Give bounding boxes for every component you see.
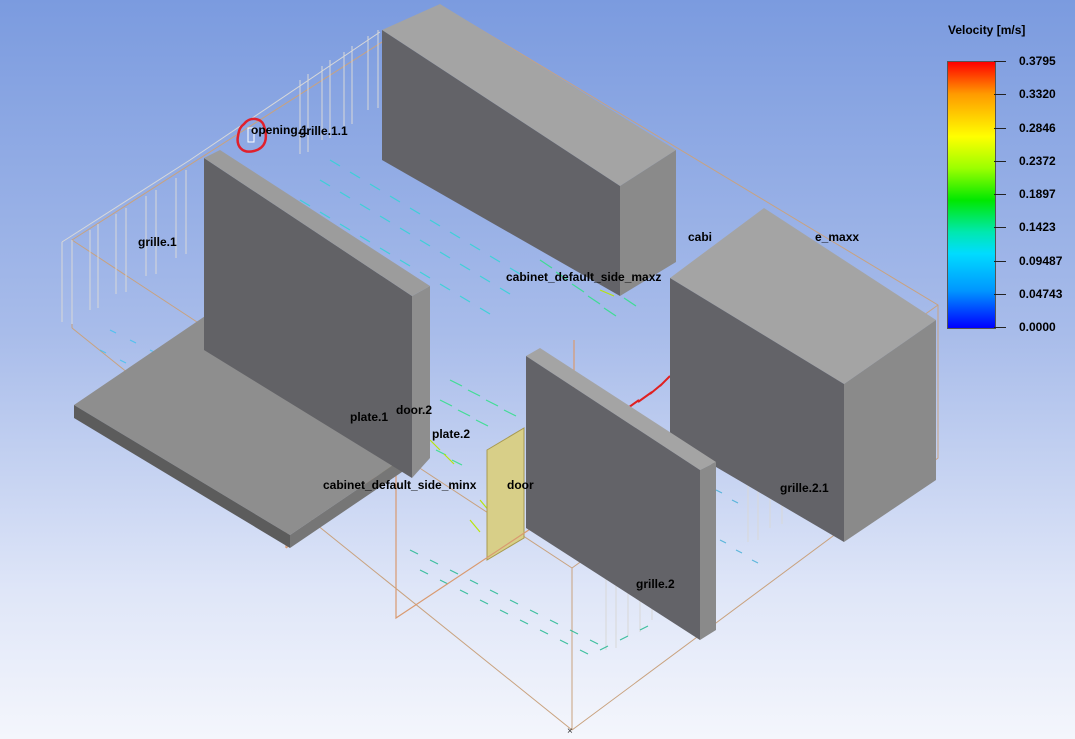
legend-title: Velocity [m/s] <box>948 23 1026 37</box>
grille-1-wireframe <box>61 30 381 324</box>
label-plate-1[interactable]: plate.1 <box>350 410 388 424</box>
label-opening[interactable]: opening.1 <box>251 123 308 137</box>
legend-tick <box>994 61 1006 62</box>
cabinet-right[interactable] <box>670 208 936 542</box>
label-cabinet-maxx-end[interactable]: e_maxx <box>815 230 859 244</box>
label-door-2[interactable]: door.2 <box>396 403 432 417</box>
label-grille-2-1[interactable]: grille.2.1 <box>780 481 829 495</box>
legend-value: 0.2846 <box>1019 120 1056 135</box>
legend-tick <box>994 127 1006 129</box>
legend-tick <box>994 293 1006 295</box>
label-cabinet-maxx-start[interactable]: cabi <box>688 230 712 244</box>
legend-value: 0.2372 <box>1019 153 1056 168</box>
color-legend-bar <box>947 61 996 329</box>
legend-tick <box>994 260 1006 262</box>
label-cabinet-maxz[interactable]: cabinet_default_side_maxz <box>506 270 661 284</box>
door-plate[interactable] <box>486 427 525 561</box>
label-cabinet-minx[interactable]: cabinet_default_side_minx <box>323 478 477 492</box>
legend-tick <box>994 194 1006 195</box>
opening-icon <box>247 127 255 143</box>
legend-tick <box>994 227 1006 229</box>
label-plate-2[interactable]: plate.2 <box>432 427 470 441</box>
label-grille-2[interactable]: grille.2 <box>636 577 675 591</box>
opening-highlight[interactable] <box>236 117 268 153</box>
label-door[interactable]: door <box>507 478 534 492</box>
cabinet-center-top[interactable] <box>382 4 676 296</box>
legend-value: 0.3795 <box>1019 54 1056 68</box>
origin-marker: × <box>567 726 573 737</box>
label-grille-1-1[interactable]: grille.1.1 <box>299 124 348 138</box>
cabinet-left[interactable] <box>74 150 430 548</box>
legend-tick <box>994 327 1006 328</box>
cabinet-center-bottom[interactable] <box>526 348 716 640</box>
legend-tick <box>994 160 1006 162</box>
legend-value: 0.0000 <box>1019 320 1056 334</box>
legend-value: 0.1897 <box>1019 187 1056 201</box>
legend-value: 0.09487 <box>1019 253 1063 268</box>
legend-value: 0.1423 <box>1019 220 1056 235</box>
label-grille-1[interactable]: grille.1 <box>138 235 177 249</box>
legend-value: 0.04743 <box>1019 286 1063 301</box>
legend-value: 0.3320 <box>1019 87 1056 102</box>
legend-tick <box>994 94 1006 96</box>
